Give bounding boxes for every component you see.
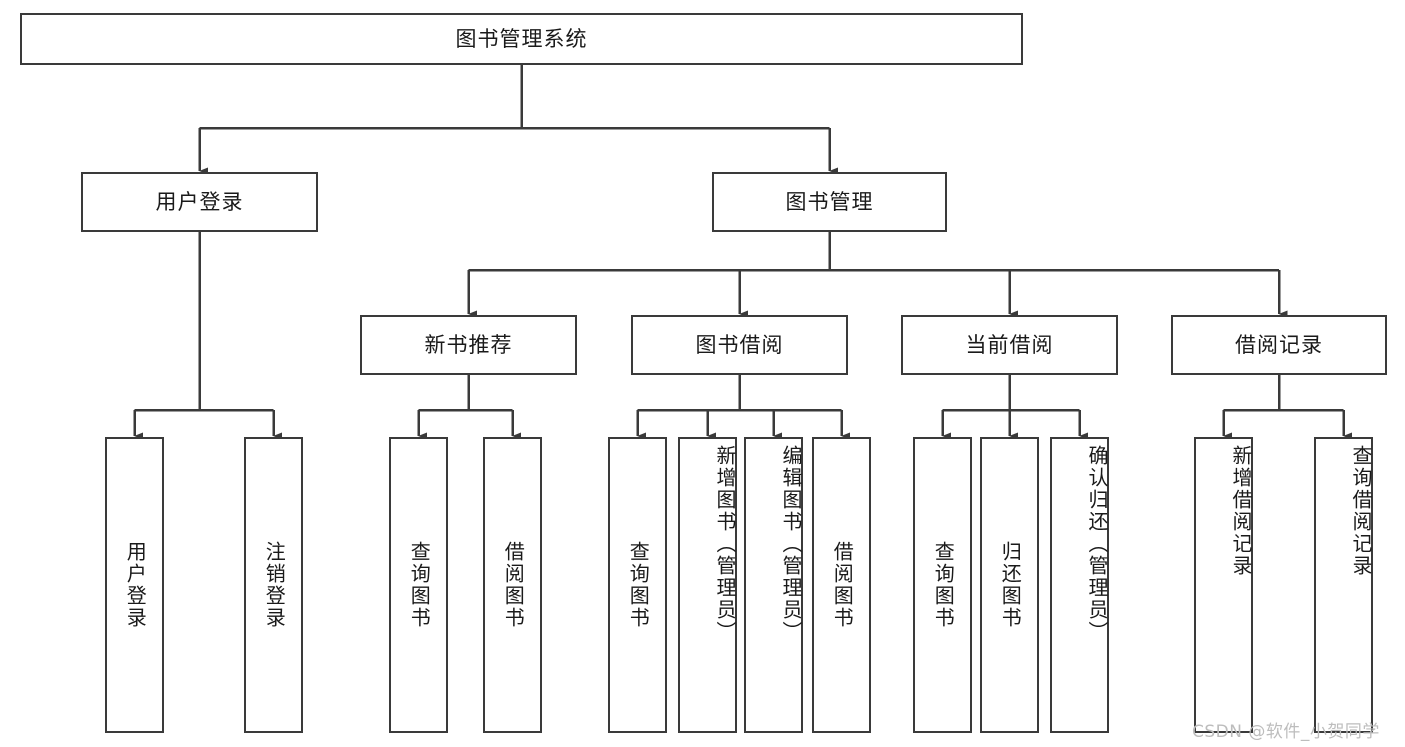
node-add-borrow-record[interactable]: 新增借阅记录 [1194,437,1253,733]
node-current-borrow[interactable]: 当前借阅 [901,315,1118,375]
node-label: 编辑图书（管理员） [779,445,803,643]
node-query-borrow-record[interactable]: 查询借阅记录 [1314,437,1373,733]
node-book-borrow[interactable]: 图书借阅 [631,315,848,375]
node-label: 图书管理 [785,189,874,214]
node-label: 用户登录 [155,189,244,214]
node-label: 新书推荐 [424,332,513,357]
node-query-book-1[interactable]: 查询图书 [389,437,448,733]
node-label: 查询图书 [626,541,651,629]
node-label: 查询图书 [931,541,956,629]
node-new-book-recommend[interactable]: 新书推荐 [360,315,577,375]
node-label: 新增图书（管理员） [713,445,737,643]
node-label: 当前借阅 [965,332,1054,357]
node-label: 归还图书 [998,541,1023,629]
node-label: 借阅图书 [830,541,855,629]
node-edit-book-admin[interactable]: 编辑图书（管理员） [744,437,803,733]
node-label: 图书管理系统 [455,26,588,51]
node-label: 用户登录 [123,541,148,629]
node-user-logout[interactable]: 注销登录 [244,437,303,733]
node-add-book-admin[interactable]: 新增图书（管理员） [678,437,737,733]
node-label: 借阅图书 [501,541,526,629]
node-borrow-book-1[interactable]: 借阅图书 [483,437,542,733]
node-label: 查询借阅记录 [1349,445,1373,577]
node-user-login[interactable]: 用户登录 [81,172,318,232]
node-label: 图书借阅 [695,332,784,357]
node-label: 查询图书 [407,541,432,629]
node-return-book[interactable]: 归还图书 [980,437,1039,733]
watermark-label: CSDN @软件_小贺同学 [1192,722,1380,742]
node-user-login-do[interactable]: 用户登录 [105,437,164,733]
node-root[interactable]: 图书管理系统 [20,13,1023,65]
node-label: 注销登录 [262,541,287,629]
node-query-book-2[interactable]: 查询图书 [608,437,667,733]
node-book-manage[interactable]: 图书管理 [712,172,947,232]
node-label: 借阅记录 [1235,332,1323,357]
node-label: 新增借阅记录 [1229,445,1253,577]
node-confirm-return-admin[interactable]: 确认归还（管理员） [1050,437,1109,733]
node-borrow-book-2[interactable]: 借阅图书 [812,437,871,733]
node-query-book-3[interactable]: 查询图书 [913,437,972,733]
node-label: 确认归还（管理员） [1085,445,1109,643]
node-borrow-record[interactable]: 借阅记录 [1171,315,1387,375]
